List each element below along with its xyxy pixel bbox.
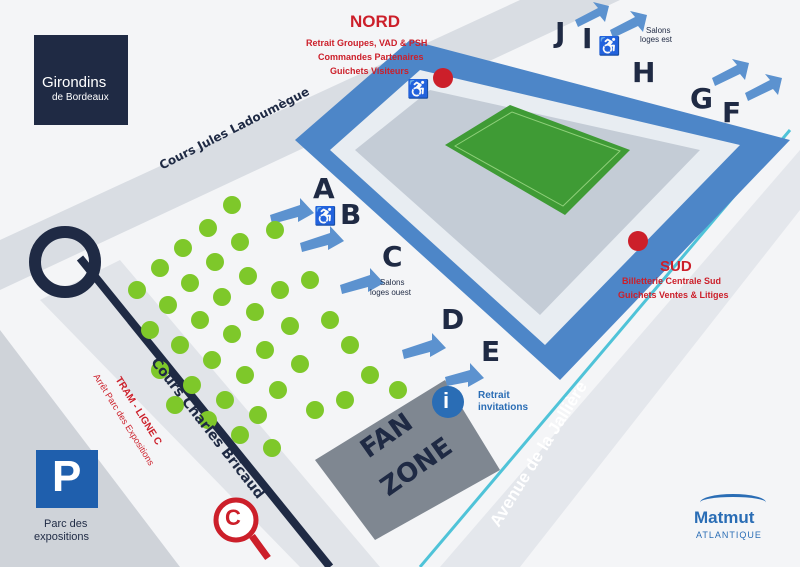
nord-marker [433, 68, 453, 88]
gate-d: D [441, 303, 465, 336]
logo-sub: de Bordeaux [52, 92, 109, 103]
gate-g: G [690, 82, 713, 115]
wheelchair-icon-i: ♿ [598, 36, 621, 56]
gate-j: J [555, 16, 566, 49]
nord-line2: Commandes Partenaires [318, 52, 424, 62]
parking-sign [36, 450, 98, 508]
parking-line2: expositions [34, 531, 90, 543]
tram-c-letter: C [225, 505, 241, 530]
gate-i: I [582, 22, 593, 55]
sud-marker [628, 231, 648, 251]
sud-title: SUD [660, 258, 692, 275]
salons-ouest-line2: loges ouest [370, 288, 411, 297]
pitch [445, 105, 630, 215]
parking-letter: P [52, 452, 82, 501]
salons-ouest-line1: Salons [380, 278, 405, 287]
entry-arrows [270, 2, 782, 387]
gate-a: A [313, 172, 335, 205]
tram-c-circle [213, 497, 259, 543]
info-circle [432, 386, 464, 418]
salons-est-line2: loges est [640, 35, 673, 44]
green-dots [128, 196, 407, 457]
info-line1: Retrait [478, 390, 510, 401]
nord-line1: Retrait Groupes, VAD & PSH [306, 38, 428, 48]
nord-title: NORD [350, 12, 401, 31]
gate-f: F [722, 96, 742, 129]
street-avenue-de-la-jalliere [440, 150, 800, 567]
wheelchair-icon-b: ♿ [314, 206, 337, 226]
info-letter: i [443, 388, 450, 413]
salons-est-line1: Salons [646, 26, 671, 35]
brand-sub: ATLANTIQUE [696, 530, 762, 540]
gate-e: E [481, 335, 501, 368]
parking-line1: Parc des [44, 518, 88, 530]
logo-name: Girondins [42, 74, 107, 91]
nord-line3: Guichets Visiteurs [330, 66, 409, 76]
logo-box [34, 35, 128, 125]
brand-icon [700, 494, 766, 511]
gate-h: H [632, 56, 656, 89]
brand-name: Matmut [694, 508, 755, 527]
sud-line1: Billetterie Centrale Sud [622, 276, 722, 286]
info-line2: invitations [478, 402, 529, 413]
tram-loop [29, 226, 101, 298]
gate-b: B [340, 198, 362, 231]
tram-c-handle [249, 533, 271, 561]
fan-zone-area [315, 380, 500, 540]
sud-line2: Guichets Ventes & Litiges [618, 290, 729, 300]
pitch-lines [453, 111, 621, 207]
wheelchair-icon-nord: ♿ [407, 79, 430, 99]
gate-c: C [382, 240, 403, 273]
